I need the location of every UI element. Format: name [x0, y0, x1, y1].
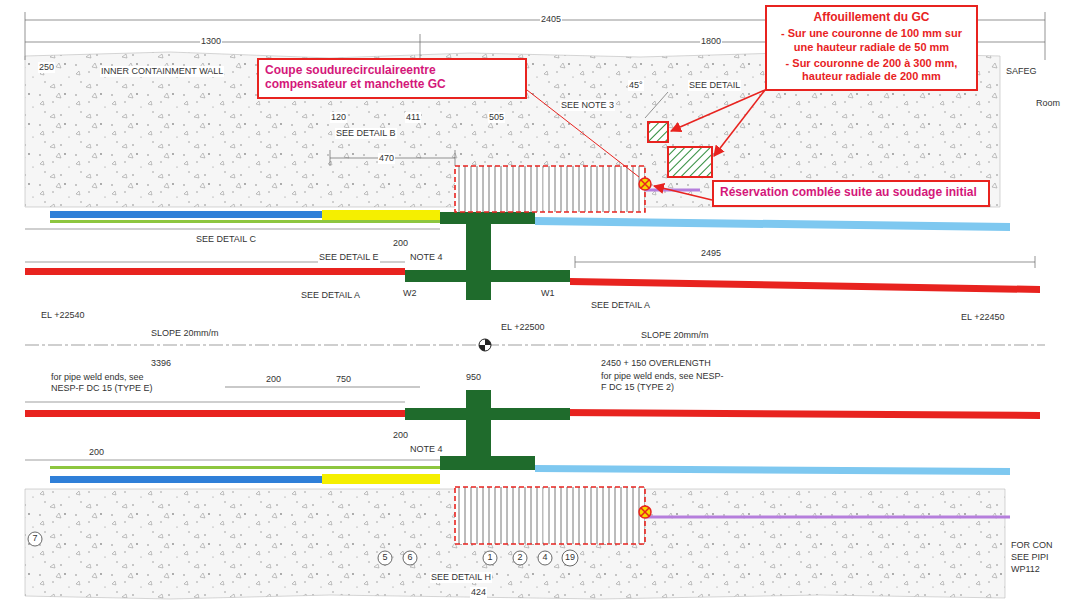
sleeve-yellow [322, 210, 440, 220]
liner-line [50, 466, 440, 469]
elevation-label: EL +22540 [40, 310, 85, 321]
wall-label: INNER CONTAINMENT WALL [100, 66, 224, 77]
angle-label: 45° [628, 80, 644, 91]
callout-box: Coupe soudurecirculaireentre compensateu… [257, 58, 527, 99]
dimension-label: 1300 [200, 36, 222, 47]
callout-number: 2 [513, 552, 527, 563]
callout-number: 4 [538, 552, 552, 563]
compensator-gap [544, 489, 547, 542]
compensator [455, 487, 645, 544]
detail-reference: SEE DETAIL A [300, 290, 361, 301]
excavation-area [668, 147, 712, 177]
callout-number: 5 [378, 552, 392, 563]
pipe-outline [25, 229, 440, 460]
pipe-red [570, 278, 1040, 293]
dimension-label: 200 [392, 430, 409, 441]
room-label: Room [1035, 98, 1061, 109]
centre-mark [479, 339, 491, 351]
callout-heading: Affouillement du GC [773, 10, 970, 24]
callout-number: 6 [403, 552, 417, 563]
callout-box: Affouillement du GC - Sur une couronne de… [765, 5, 978, 91]
detail-reference: SEE DETAIL A [590, 300, 651, 311]
dimension-label: 200 [88, 447, 105, 458]
weld-marker [639, 506, 651, 518]
sleeve-blue [50, 476, 322, 483]
weld-label: W1 [540, 288, 556, 299]
liner-line [50, 220, 440, 223]
dimension-label: 2405 [540, 14, 562, 25]
elevation-label: EL +22450 [960, 312, 1005, 323]
pipe-red [25, 268, 405, 275]
callout-number: 19 [563, 552, 577, 563]
note-label: SEE PIPI [1010, 552, 1050, 563]
dimension-label: 750 [335, 374, 352, 385]
callout-number: 1 [483, 552, 497, 563]
filled-reservation [645, 516, 1010, 519]
callout-text: Réservation comblée suite au soudage ini… [720, 185, 982, 199]
dimension-label: 1800 [700, 36, 722, 47]
detail-reference: SEE DETAIL E [318, 252, 380, 263]
note-reference: NOTE 4 [409, 252, 444, 263]
dimension-label: 424 [470, 587, 487, 598]
note-reference: NOTE 4 [409, 444, 444, 455]
sleeve-light-blue [535, 217, 1010, 231]
callout-circle [28, 532, 578, 566]
note-label: for pipe weld ends, see NESP-F DC 15 (TY… [600, 371, 727, 393]
dimension-label: 505 [488, 112, 505, 123]
dimension-label: 120 [330, 112, 347, 123]
detail-reference: SEE DETAIL H [430, 572, 492, 583]
pipe-red [25, 410, 405, 417]
detail-reference: SEE DETAIL B [335, 128, 397, 139]
note-label: for pipe weld ends, see NESP-F DC 15 (TY… [50, 372, 172, 394]
callout-number: 7 [28, 533, 42, 544]
dimension-label: 411 [405, 112, 421, 123]
callout-text: - Sur une couronne de 100 mm sur une hau… [773, 27, 970, 53]
note-reference: SEE NOTE 3 [560, 100, 615, 111]
callout-text: - Sur couronne de 200 à 300 mm, hauteur … [773, 57, 970, 83]
callout-box: Réservation comblée suite au soudage ini… [712, 180, 990, 207]
sleeve-blue [50, 211, 322, 218]
dimension-lines [25, 12, 1045, 387]
compensator [455, 166, 645, 212]
slope-label: SLOPE 20mm/m [640, 330, 710, 341]
room-label: SAFEG [1005, 66, 1038, 77]
elevation-label: EL +22500 [500, 322, 545, 333]
dimension-label: 200 [265, 374, 282, 385]
weld-marker [639, 178, 651, 190]
excavation-area [648, 122, 668, 142]
dimension-label: 470 [378, 153, 395, 164]
dimension-label: 250 [38, 62, 55, 73]
sleeve-light-blue [535, 465, 1010, 475]
detail-reference: SEE DETAIL [688, 80, 741, 91]
centre-mark [479, 339, 491, 351]
flange [440, 456, 535, 470]
dimension-label: 2495 [700, 248, 722, 259]
centre-line [25, 345, 1045, 346]
slope-label: SLOPE 20mm/m [150, 328, 220, 339]
compensator-gap [544, 168, 547, 210]
flange [466, 212, 491, 300]
flange [405, 270, 570, 282]
dimension-label: 2450 + 150 OVERLENGTH [600, 358, 712, 369]
detail-reference: SEE DETAIL C [195, 234, 257, 245]
dimension-label: 200 [392, 238, 409, 249]
note-label: FOR CON [1010, 540, 1054, 551]
dimension-label: 3396 [150, 358, 172, 369]
weld-label: W2 [402, 288, 418, 299]
callout-text: Coupe soudurecirculaireentre compensateu… [265, 63, 519, 92]
note-label: WP112 [1010, 564, 1041, 575]
dimension-label: 950 [465, 372, 482, 383]
pipe-red [560, 409, 1040, 419]
sleeve-yellow [322, 474, 440, 484]
